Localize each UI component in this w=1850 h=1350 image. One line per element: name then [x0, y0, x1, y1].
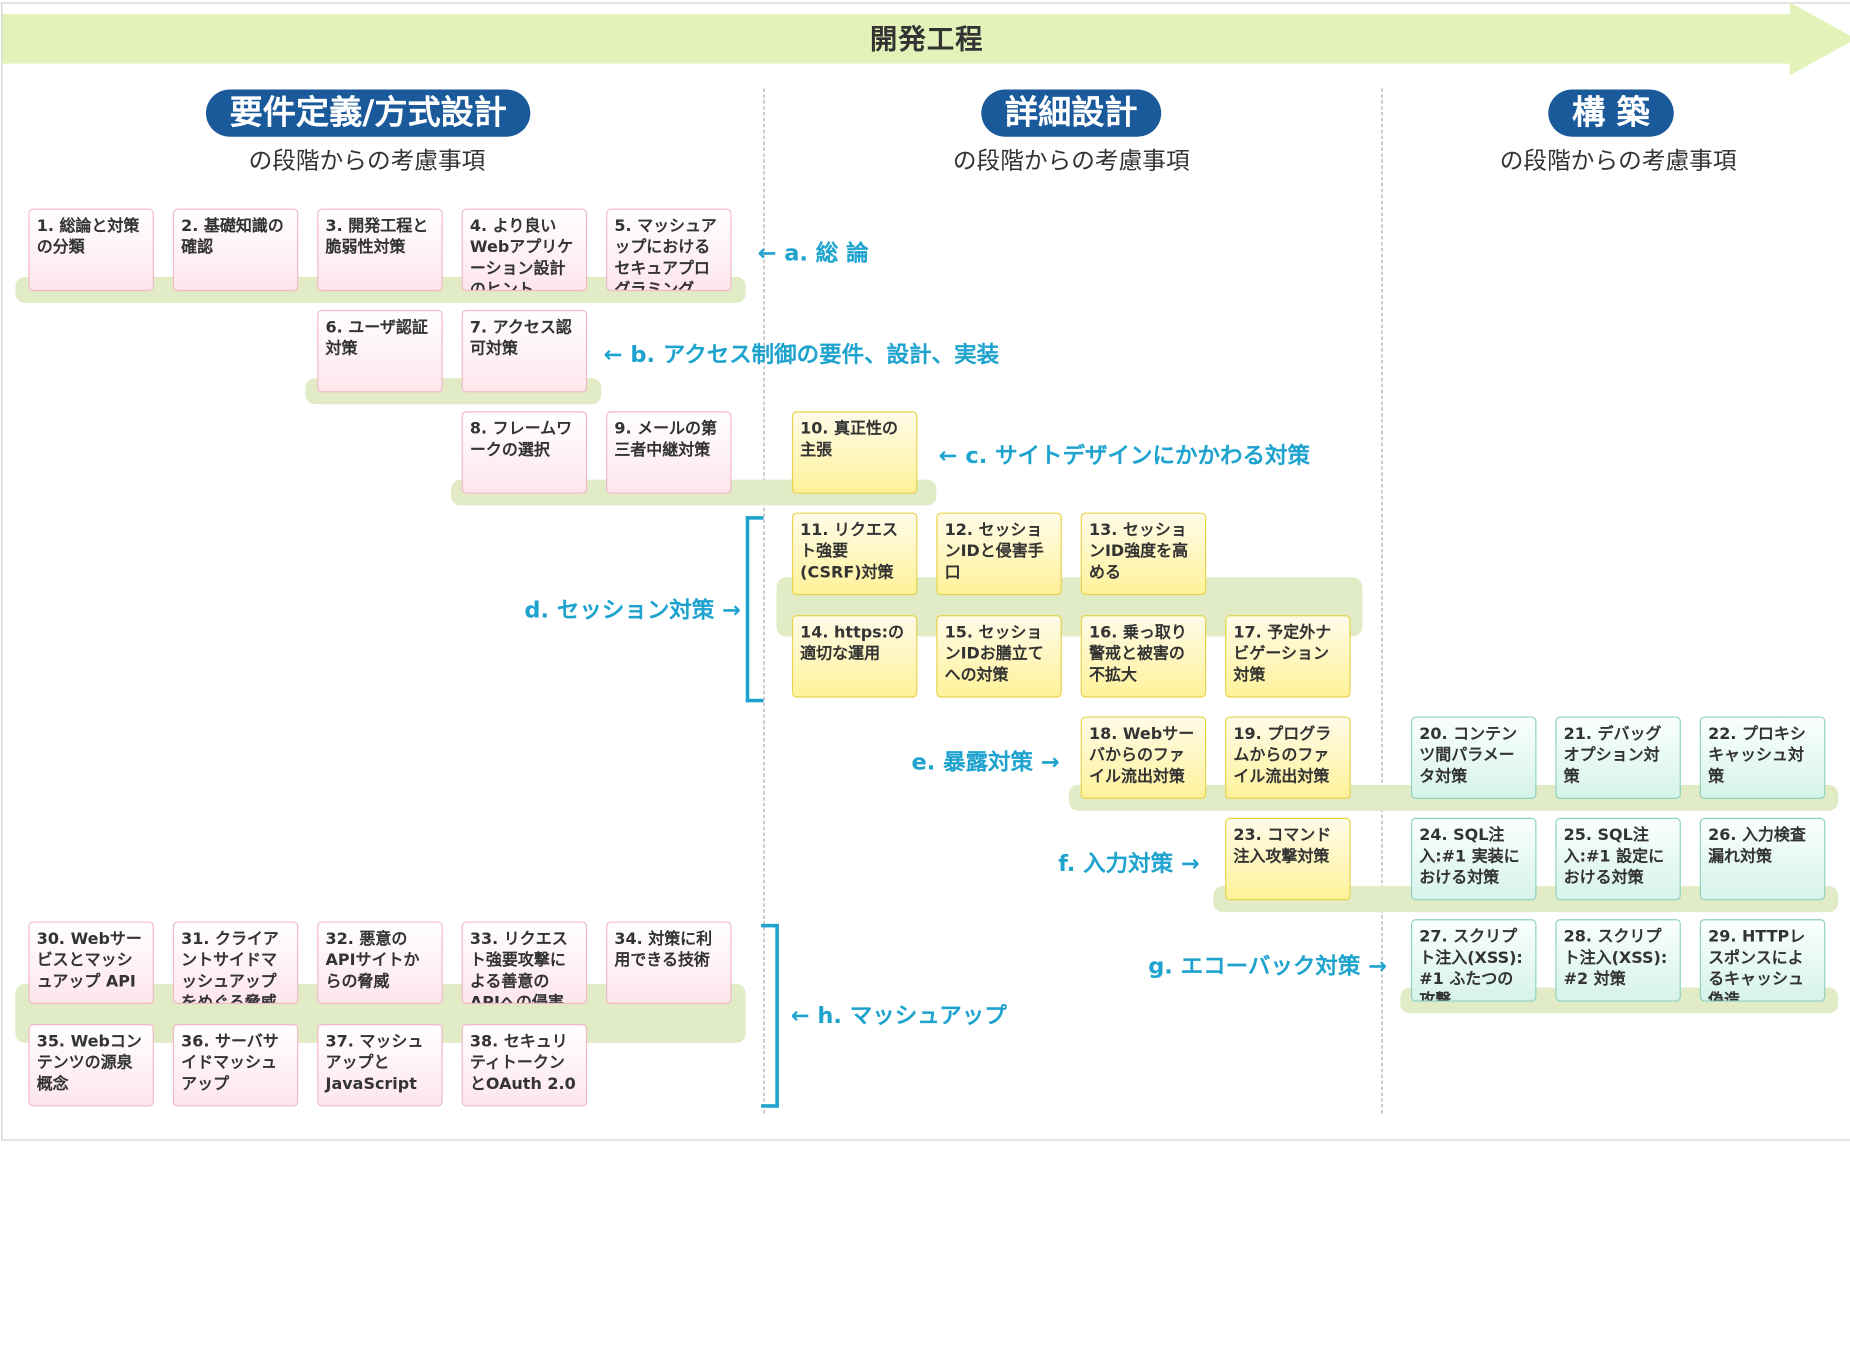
topic-card-31: 31. クライアントサイドマッシュアップをめぐる脅威	[172, 921, 299, 1004]
topic-card-33: 33. リクエスト強要攻撃による善意のAPIへの侵害	[461, 921, 588, 1004]
category-a-text: a. 総 論	[784, 240, 869, 267]
category-e-label: e. 暴露対策 →	[911, 749, 1060, 776]
phase-title-detailed-design: 詳細設計	[981, 89, 1162, 137]
topic-card-16: 16. 乗っ取り警戒と被害の不拡大	[1080, 615, 1207, 698]
topic-card-20: 20. コンテンツ間パラメータ対策	[1410, 716, 1537, 799]
category-d-label: d. セッション対策 →	[524, 597, 741, 624]
topic-card-28: 28. スクリプト注入(XSS): #2 対策	[1555, 919, 1681, 1002]
topic-card-4: 4. より良いWebアプリケーション設計のヒント	[461, 208, 588, 292]
diagram-frame	[1, 2, 1850, 1141]
topic-card-30: 30. Webサービスとマッシュアップ API	[28, 921, 154, 1004]
category-h-text: h. マッシュアップ	[817, 1002, 1007, 1029]
phase-subtitle-build: の段階からの考慮事項	[1499, 146, 1737, 175]
topic-card-1: 1. 総論と対策の分類	[28, 208, 154, 292]
topic-card-6: 6. ユーザ認証対策	[317, 309, 443, 393]
topic-card-23: 23. コマンド注入攻撃対策	[1225, 817, 1351, 901]
topic-card-2: 2. 基礎知識の確認	[172, 208, 299, 292]
topic-card-8: 8. フレームワークの選択	[461, 411, 588, 494]
topic-card-10: 10. 真正性の主張	[791, 411, 918, 494]
topic-card-12: 12. セッションIDと侵害手口	[936, 512, 1062, 596]
category-b-label: ← b. アクセス制御の要件、設計、実装	[603, 341, 1000, 368]
process-arrow	[2, 2, 1850, 76]
divider-2	[1381, 88, 1383, 1114]
topic-card-13: 13. セッションID強度を高める	[1080, 512, 1207, 596]
category-f-text: f. 入力対策	[1058, 850, 1174, 877]
topic-card-36: 36. サーバサイドマッシュアップ	[172, 1024, 299, 1107]
category-g-text: g. エコーバック対策	[1148, 953, 1361, 980]
category-c-text: c. サイトデザインにかかわる対策	[965, 443, 1310, 470]
category-g-label: g. エコーバック対策 →	[1148, 953, 1388, 980]
category-c-label: ← c. サイトデザインにかかわる対策	[938, 443, 1310, 470]
process-title: 開発工程	[870, 24, 984, 56]
topic-card-14: 14. https:の適切な運用	[791, 615, 918, 698]
phase-title-requirements: 要件定義/方式設計	[205, 89, 531, 137]
bracket-d	[745, 516, 764, 703]
category-f-label: f. 入力対策 →	[1058, 850, 1200, 877]
category-e-text: e. 暴露対策	[911, 749, 1034, 776]
topic-card-17: 17. 予定外ナビゲーション対策	[1225, 615, 1351, 698]
divider-1	[763, 88, 765, 1114]
topic-card-38: 38. セキュリティトークンとOAuth 2.0	[461, 1024, 588, 1107]
topic-card-26: 26. 入力検査漏れ対策	[1699, 817, 1826, 901]
phase-subtitle-detailed-design: の段階からの考慮事項	[952, 146, 1190, 175]
phase-title-build: 構 築	[1548, 89, 1674, 137]
topic-card-24: 24. SQL注入:#1 実装における対策	[1410, 817, 1537, 901]
bracket-h	[761, 923, 779, 1108]
topic-card-27: 27. スクリプト注入(XSS): #1 ふたつの攻撃	[1410, 919, 1537, 1002]
topic-card-18: 18. Webサーバからのファイル流出対策	[1080, 716, 1207, 799]
topic-card-7: 7. アクセス認可対策	[461, 309, 588, 393]
category-a-label: ← a. 総 論	[757, 240, 869, 267]
category-d-text: d. セッション対策	[524, 597, 715, 624]
topic-card-21: 21. デバッグオプション対策	[1555, 716, 1681, 799]
topic-card-34: 34. 対策に利用できる技術	[606, 921, 732, 1004]
topic-card-29: 29. HTTPレスポンスによるキャッシュ偽造	[1699, 919, 1826, 1002]
category-b-text: b. アクセス制御の要件、設計、実装	[630, 341, 1000, 368]
topic-card-5: 5. マッシュアップにおけるセキュアプログラミング	[606, 208, 732, 292]
topic-card-22: 22. プロキシキャッシュ対策	[1699, 716, 1826, 799]
topic-card-15: 15. セッションIDお膳立てへの対策	[936, 615, 1062, 698]
phase-subtitle-requirements: の段階からの考慮事項	[248, 146, 486, 175]
topic-card-32: 32. 悪意のAPIサイトからの脅威	[317, 921, 443, 1004]
topic-card-19: 19. プログラムからのファイル流出対策	[1225, 716, 1351, 799]
topic-card-35: 35. Webコンテンツの源泉概念	[28, 1024, 154, 1107]
topic-card-9: 9. メールの第三者中継対策	[606, 411, 732, 494]
topic-card-11: 11. リクエスト強要(CSRF)対策	[791, 512, 918, 596]
topic-card-3: 3. 開発工程と脆弱性対策	[317, 208, 443, 292]
topic-card-37: 37. マッシュアップとJavaScript	[317, 1024, 443, 1107]
category-h-label: ← h. マッシュアップ	[790, 1002, 1007, 1029]
topic-card-25: 25. SQL注入:#1 設定における対策	[1555, 817, 1681, 901]
